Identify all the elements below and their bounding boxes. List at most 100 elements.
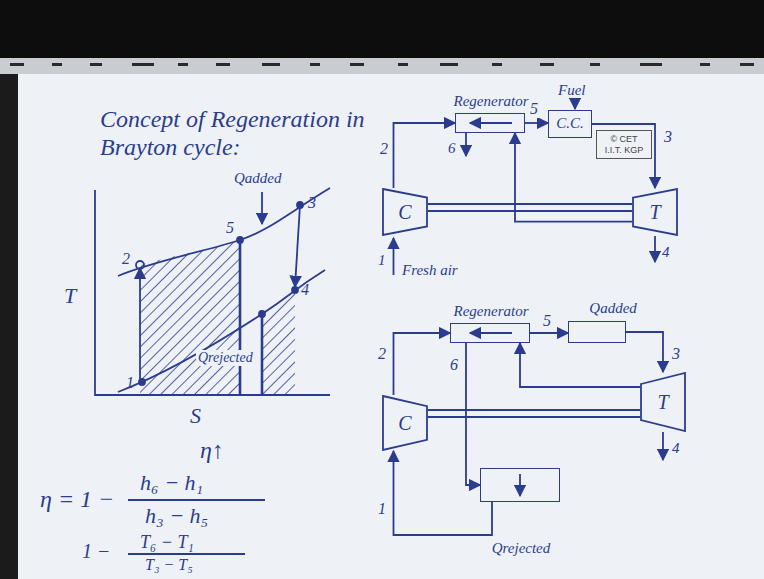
node-label: C bbox=[398, 201, 411, 224]
flow-pipe bbox=[626, 332, 663, 372]
flow-pipe bbox=[520, 343, 640, 387]
stream-label: Fuel bbox=[558, 82, 586, 99]
ts-diagram bbox=[139, 379, 145, 385]
open-cycle-piping bbox=[393, 238, 395, 275]
ts-diagram bbox=[239, 240, 242, 395]
node-body: T bbox=[632, 188, 678, 236]
flow-pipe bbox=[592, 124, 655, 188]
screen-dashes bbox=[590, 63, 600, 66]
flow-pipe bbox=[394, 123, 456, 188]
screen-dashes bbox=[440, 63, 458, 66]
flow-pipe bbox=[394, 451, 493, 535]
turbine: T bbox=[632, 188, 678, 236]
state-number: 2 bbox=[378, 140, 390, 158]
state-number: 5 bbox=[226, 219, 234, 237]
turbine: T bbox=[640, 372, 686, 432]
efficiency-note: η↑ bbox=[200, 437, 224, 465]
combustion-chamber: C.C. bbox=[548, 110, 592, 138]
heat-rejection-box: Qrejected bbox=[480, 468, 560, 502]
turbine-outline bbox=[641, 373, 685, 431]
ts-diagram bbox=[118, 270, 325, 392]
watermark-box: © CET I.I.T. KGP bbox=[596, 130, 652, 159]
state-number: 4 bbox=[662, 244, 670, 261]
node-label: T bbox=[649, 201, 660, 224]
background bbox=[0, 74, 18, 579]
axis-label: T bbox=[64, 283, 76, 308]
node-body: C.C. bbox=[549, 111, 591, 137]
compressor: C bbox=[382, 188, 428, 236]
closed-cycle-piping bbox=[662, 432, 664, 460]
equation-term: h₆ − h₁ bbox=[140, 470, 203, 495]
node-body bbox=[569, 322, 625, 342]
open-cycle-piping bbox=[654, 236, 656, 262]
state-number: 4 bbox=[301, 281, 309, 299]
equation-term: T₆ − T₁ bbox=[140, 532, 194, 553]
ts-diagram bbox=[136, 261, 144, 269]
open-cycle-piping bbox=[428, 203, 632, 205]
state-number: 1 bbox=[376, 500, 388, 518]
ts-diagram bbox=[95, 188, 330, 395]
node-body bbox=[456, 114, 524, 132]
screen-dashes bbox=[178, 63, 188, 66]
flow-pipe bbox=[394, 333, 451, 395]
node-body: T bbox=[640, 372, 686, 432]
node-heading: Qadded bbox=[589, 300, 637, 317]
ts-diagram bbox=[262, 290, 295, 395]
screen-dashes bbox=[740, 63, 754, 66]
state-number: 2 bbox=[122, 250, 130, 268]
node-label: C.C. bbox=[556, 115, 584, 132]
node-label: © CET I.I.T. KGP bbox=[601, 134, 647, 155]
node-body: C bbox=[382, 188, 428, 236]
node-heading: Qrejected bbox=[492, 540, 551, 557]
open-cycle-piping bbox=[574, 100, 576, 109]
background bbox=[0, 0, 764, 58]
state-number: 1 bbox=[378, 252, 386, 269]
state-number: 1 bbox=[126, 374, 134, 392]
node-heading: Regenerator bbox=[454, 93, 529, 110]
state-number: 6 bbox=[448, 356, 460, 374]
compressor-outline bbox=[383, 189, 427, 235]
regenerator-box: Regenerator bbox=[455, 113, 525, 133]
regenerator-box: Regenerator bbox=[450, 323, 530, 343]
ts-diagram bbox=[295, 205, 300, 287]
ts-diagram bbox=[261, 192, 263, 224]
flow-pipe bbox=[530, 332, 568, 334]
state-number: 5 bbox=[541, 312, 553, 330]
ts-diagram bbox=[259, 311, 265, 317]
turbine-outline bbox=[633, 189, 677, 235]
node-body: © CET I.I.T. KGP bbox=[597, 131, 651, 158]
state-number: 2 bbox=[376, 345, 388, 363]
compressor-outline bbox=[383, 396, 427, 450]
ts-diagram bbox=[292, 287, 298, 293]
closed-cycle-piping bbox=[428, 416, 640, 418]
heat-label: Qrejected bbox=[196, 350, 255, 366]
equation-term: h₃ − h₅ bbox=[145, 503, 208, 528]
screen-dashes bbox=[492, 63, 502, 66]
state-number: 3 bbox=[662, 128, 674, 146]
fraction-bar bbox=[128, 553, 245, 555]
node-label: T bbox=[657, 391, 668, 414]
ts-diagram bbox=[139, 268, 141, 380]
node-body: C bbox=[382, 395, 428, 451]
ts-diagram bbox=[237, 237, 243, 243]
screen-dashes bbox=[90, 63, 102, 66]
screen-dashes bbox=[10, 63, 24, 66]
slide-title: Concept of Regeneration in Brayton cycle… bbox=[100, 106, 382, 161]
closed-cycle-piping bbox=[519, 474, 521, 496]
screen-dashes bbox=[132, 63, 154, 66]
screen-dashes bbox=[216, 63, 230, 66]
ts-diagram bbox=[261, 314, 264, 395]
closed-cycle-piping bbox=[428, 333, 663, 496]
screen-dashes bbox=[10, 63, 754, 66]
heat-addition-box: Qadded bbox=[568, 321, 626, 343]
screen-dashes bbox=[262, 63, 280, 66]
heat-label: Qadded bbox=[234, 170, 282, 187]
open-cycle-piping bbox=[428, 210, 632, 212]
stream-label: Fresh air bbox=[402, 262, 458, 279]
state-number: 4 bbox=[672, 440, 680, 457]
ts-diagram bbox=[297, 202, 303, 208]
